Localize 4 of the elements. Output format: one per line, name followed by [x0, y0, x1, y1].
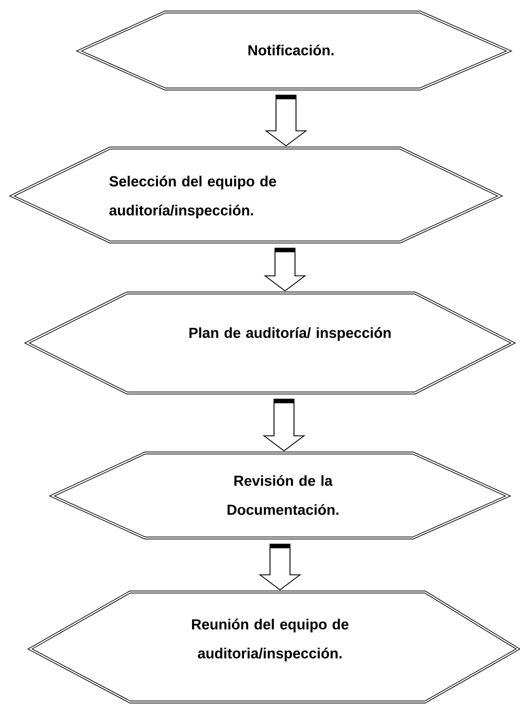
- block-arrow: [264, 94, 308, 146]
- block-arrow: [262, 398, 306, 452]
- block-arrow: [258, 544, 302, 590]
- block-arrow: [264, 248, 306, 292]
